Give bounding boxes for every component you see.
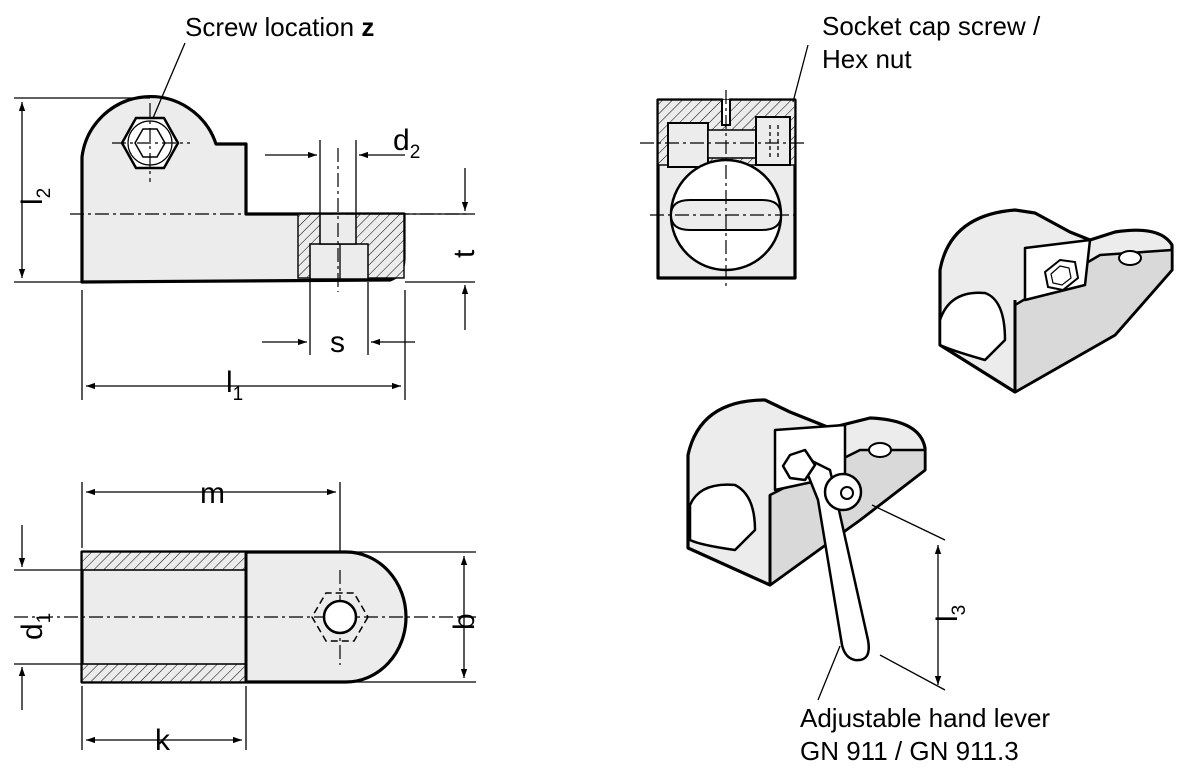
dim-l1: l1: [226, 366, 243, 405]
front-section-view: [640, 44, 809, 290]
hand-lever-icon: [781, 448, 870, 662]
side-view: [14, 42, 475, 400]
top-view: [14, 482, 476, 750]
socket-cap-label-1: Socket cap screw /: [822, 11, 1041, 41]
dim-s: s: [330, 326, 345, 359]
socket-cap-label-2: Hex nut: [822, 44, 912, 74]
screw-location-var: z: [361, 12, 374, 42]
dim-l2: l2: [16, 188, 55, 205]
hand-lever-label-1: Adjustable hand lever: [800, 703, 1050, 733]
hex-nut-icon: [311, 592, 369, 642]
dim-l3: l3: [931, 605, 970, 622]
dim-d2: d2: [393, 124, 420, 163]
screw-location-label: Screw location: [185, 12, 354, 42]
iso-view-hand-lever: [686, 398, 946, 701]
dim-b: b: [448, 613, 481, 630]
dim-d1: d1: [16, 613, 55, 640]
svg-text:Screw location z: Screw location z: [185, 12, 374, 42]
dim-k: k: [155, 724, 171, 757]
iso-view-clamp: [938, 208, 1174, 394]
hand-lever-label-2: GN 911 / GN 911.3: [800, 736, 1019, 766]
dim-t: t: [448, 249, 481, 258]
dim-m: m: [200, 477, 225, 510]
